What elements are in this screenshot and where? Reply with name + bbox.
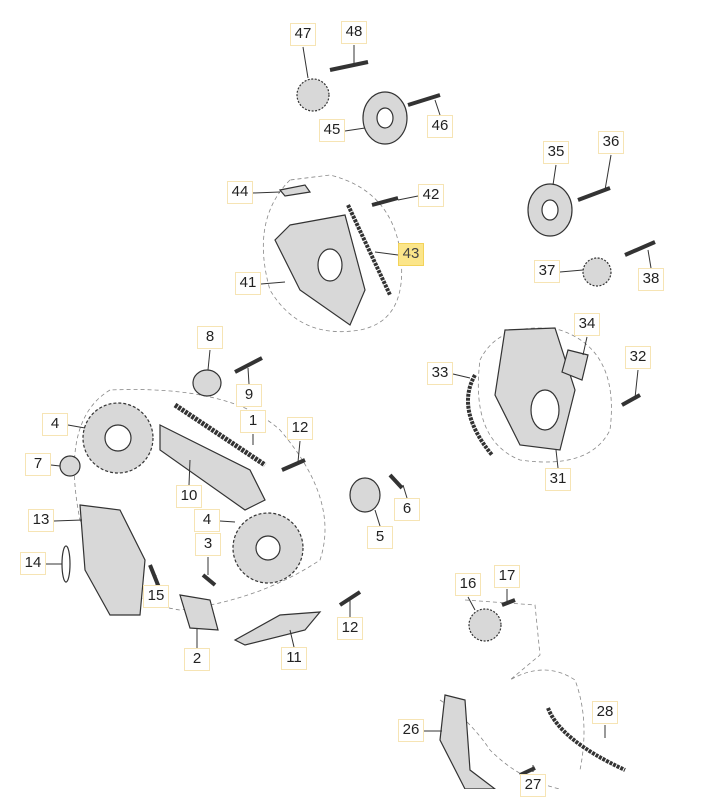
o-ring-14 <box>61 545 71 583</box>
chain-33 <box>466 374 494 457</box>
part-label-38[interactable]: 38 <box>638 268 664 291</box>
part-label-46[interactable]: 46 <box>427 115 453 138</box>
part-label-37[interactable]: 37 <box>534 260 560 283</box>
part-label-14[interactable]: 14 <box>20 552 46 575</box>
plate-2 <box>179 594 219 631</box>
part-label-13[interactable]: 13 <box>28 509 54 532</box>
part-label-35[interactable]: 35 <box>543 141 569 164</box>
part-label-11[interactable]: 11 <box>281 647 307 670</box>
part-label-10[interactable]: 10 <box>176 485 202 508</box>
part-label-12[interactable]: 12 <box>287 417 313 440</box>
part-label-44[interactable]: 44 <box>227 181 253 204</box>
part-label-45[interactable]: 45 <box>319 119 345 142</box>
part-label-36[interactable]: 36 <box>598 131 624 154</box>
part-label-4b[interactable]: 4 <box>194 509 220 532</box>
tensioner-rail-26 <box>439 694 496 789</box>
leader-lines <box>46 45 652 772</box>
bolt-42 <box>371 196 399 207</box>
part-label-4[interactable]: 4 <box>42 413 68 436</box>
washer-7 <box>59 455 81 477</box>
idler-8 <box>192 369 222 397</box>
tensioner-rail-13 <box>79 504 146 616</box>
part-label-5[interactable]: 5 <box>367 526 393 549</box>
chain-28 <box>546 707 626 772</box>
part-label-27[interactable]: 27 <box>520 774 546 797</box>
bolt-48 <box>329 60 369 72</box>
sprocket-37 <box>582 257 612 287</box>
part-label-32[interactable]: 32 <box>625 346 651 369</box>
bolt-46 <box>407 93 441 107</box>
part-label-1[interactable]: 1 <box>240 410 266 433</box>
bolt-12b <box>338 590 362 607</box>
chain-guide-housing-31 <box>494 327 576 451</box>
part-label-15[interactable]: 15 <box>143 585 169 608</box>
part-label-28[interactable]: 28 <box>592 701 618 724</box>
part-label-3[interactable]: 3 <box>195 533 221 556</box>
bolt-36 <box>577 186 611 202</box>
bolt-38 <box>624 240 656 257</box>
chain-43 <box>346 204 392 296</box>
bolt-12 <box>281 458 306 472</box>
part-label-34[interactable]: 34 <box>574 313 600 336</box>
part-label-26[interactable]: 26 <box>398 719 424 742</box>
chain-1 <box>173 402 267 468</box>
sprocket-47 <box>296 78 330 112</box>
part-label-12b[interactable]: 12 <box>337 617 363 640</box>
part-label-17[interactable]: 17 <box>494 565 520 588</box>
part-label-47[interactable]: 47 <box>290 23 316 46</box>
part-label-2[interactable]: 2 <box>184 648 210 671</box>
bolt-17 <box>501 598 516 607</box>
bolt-9 <box>234 356 263 374</box>
guide-34 <box>561 349 589 381</box>
part-label-33[interactable]: 33 <box>427 362 453 385</box>
part-label-31[interactable]: 31 <box>545 468 571 491</box>
idler-5 <box>349 477 381 513</box>
guide-rail-10 <box>159 424 266 511</box>
guide-rail-11 <box>233 611 322 646</box>
part-label-16[interactable]: 16 <box>455 573 481 596</box>
sprocket-16 <box>468 608 502 642</box>
part-label-6[interactable]: 6 <box>394 498 420 521</box>
part-label-43-highlighted[interactable]: 43 <box>398 243 424 266</box>
part-label-7[interactable]: 7 <box>25 453 51 476</box>
part-label-41[interactable]: 41 <box>235 272 261 295</box>
bolt-32 <box>621 393 641 407</box>
part-label-8[interactable]: 8 <box>197 326 223 349</box>
bolt-6 <box>388 473 404 490</box>
bolt-3 <box>201 573 217 587</box>
part-label-42[interactable]: 42 <box>418 184 444 207</box>
guide-44 <box>278 184 312 197</box>
part-label-9[interactable]: 9 <box>236 384 262 407</box>
part-label-48[interactable]: 48 <box>341 21 367 44</box>
